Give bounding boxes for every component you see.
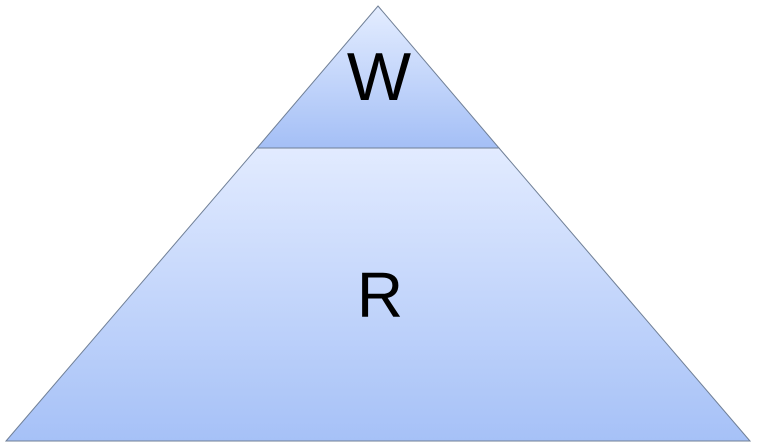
bottom-tier-label: R: [357, 259, 403, 331]
pyramid-top-tier: W: [255, 5, 501, 149]
pyramid-bottom-tier: R: [4, 147, 752, 442]
top-tier-label: W: [347, 39, 411, 115]
bottom-tier-shape: [4, 147, 752, 442]
